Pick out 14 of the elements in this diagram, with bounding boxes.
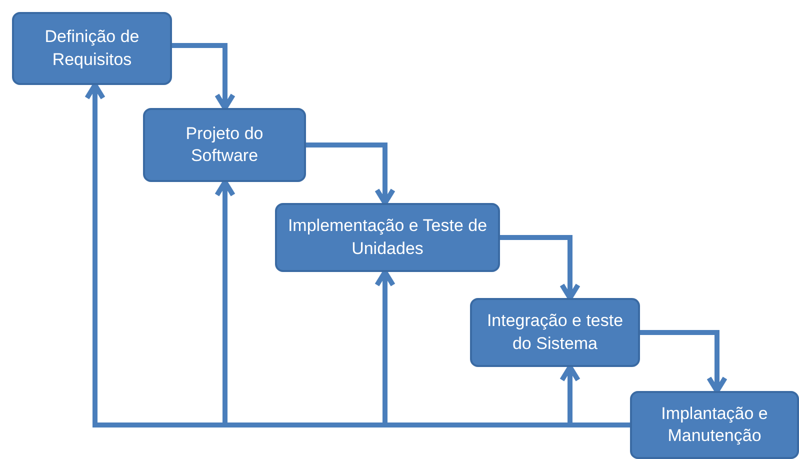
process-box	[470, 298, 640, 367]
arrow	[306, 142, 396, 206]
arrow	[172, 43, 236, 110]
process-box	[275, 203, 500, 272]
arrow	[500, 235, 580, 300]
process-box	[630, 391, 799, 459]
step-label: Implantação e Manutenção	[660, 402, 769, 447]
step-label: Integração e teste do Sistema	[486, 310, 624, 354]
process-box	[143, 108, 306, 182]
arrow	[640, 330, 728, 394]
step-label: Implementação e Teste de Unidades	[286, 215, 488, 260]
step-label: Definição de Requisitos	[44, 26, 140, 70]
process-box	[12, 12, 172, 85]
step-label: Projeto do Software	[184, 122, 264, 167]
